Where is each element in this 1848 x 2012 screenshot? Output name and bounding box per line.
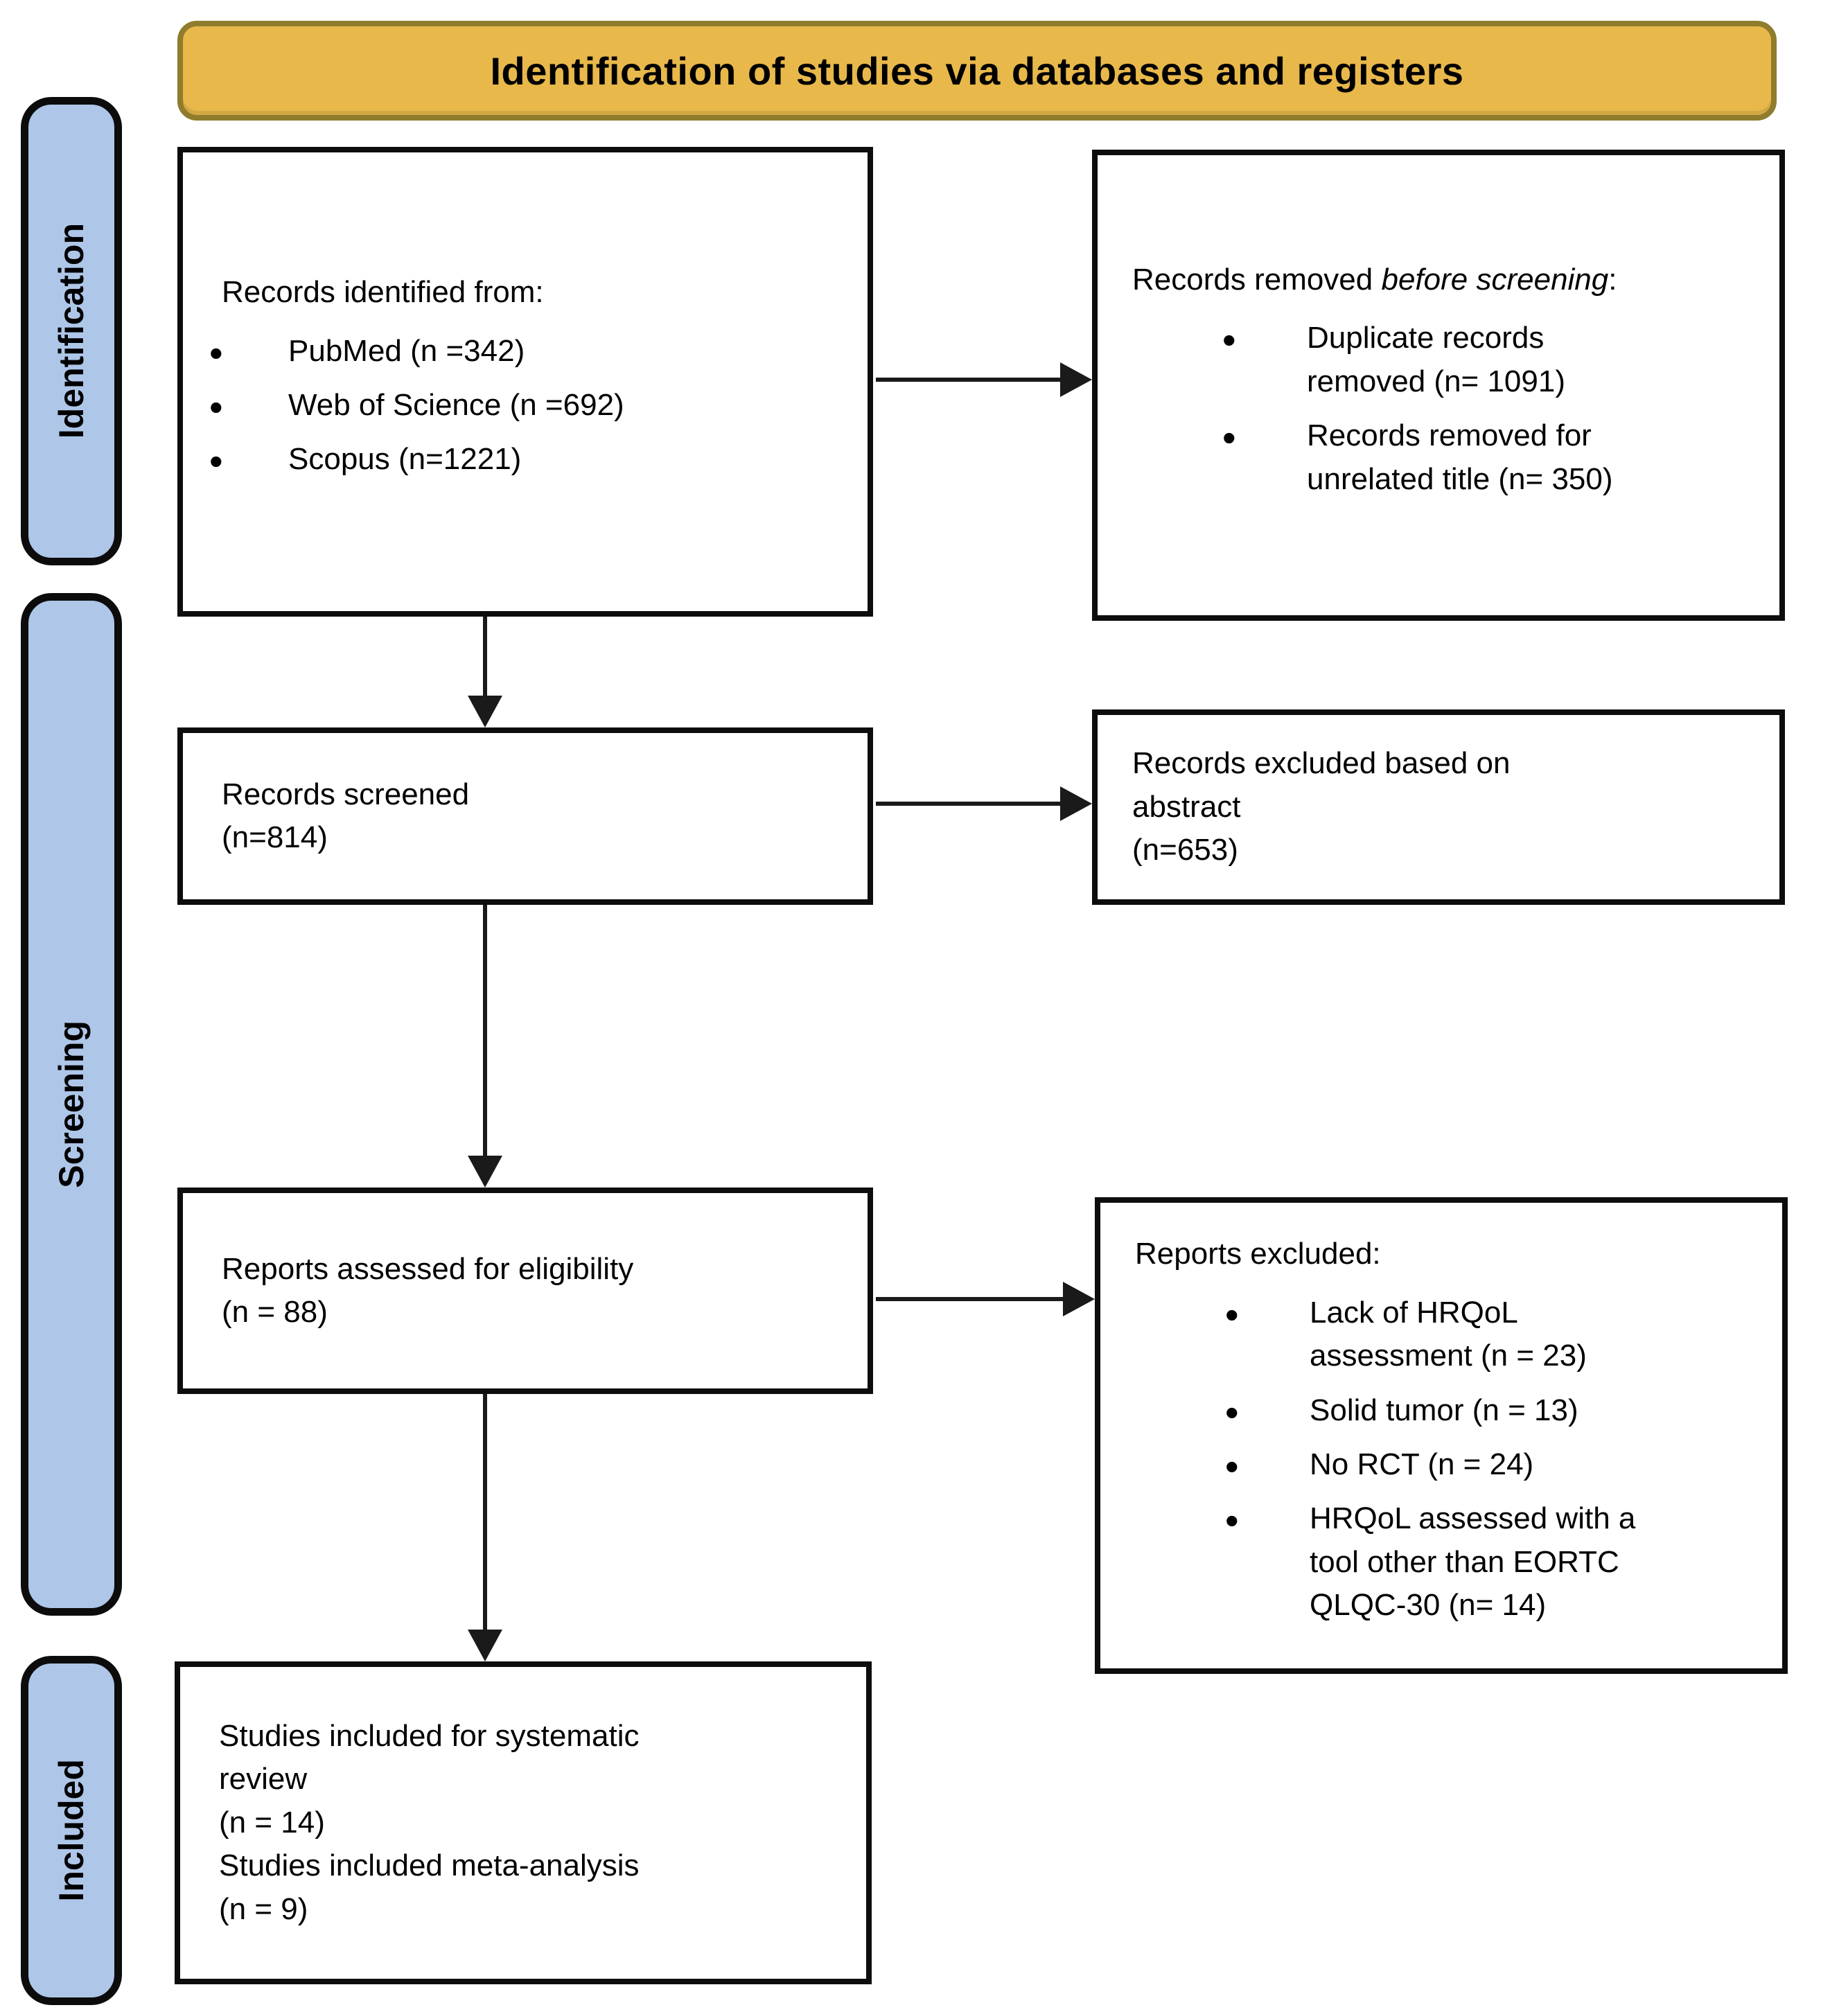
stage-label-identification: Identification [21,97,122,565]
flow-box-studies-included: Studies included for systematic review (… [175,1661,872,1984]
flow-box-records-removed: Records removed before screening: Duplic… [1092,150,1785,621]
arrow-screened-to-assessed-head-icon [468,1156,502,1188]
flow-box-records-excluded: Records excluded based on abstract (n=65… [1092,709,1785,905]
arrow-screened-to-assessed-line [483,905,487,1158]
stage-label-screening: Screening [21,593,122,1616]
list-item: PubMed (n =342) [209,325,847,380]
records-removed-title-italic: before screening [1381,262,1609,297]
list-item: Scopus (n=1221) [209,434,847,489]
list-item: No RCT (n = 24) [1135,1439,1642,1494]
studies-included-text: Studies included for systematic review (… [219,1718,640,1926]
records-removed-title: Records removed before screening: [1132,258,1761,301]
arrow-identified-to-screened-head-icon [468,696,502,727]
list-item: Solid tumor (n = 13) [1135,1384,1642,1440]
stage-label-included-text: Included [52,1759,91,1902]
arrow-identified-to-removed-line [876,378,1064,382]
arrow-assessed-to-reports-excluded-head-icon [1063,1282,1095,1316]
records-screened-text: Records screened (n=814) [222,777,470,854]
reports-excluded-list: Lack of HRQoL assessment (n = 23) Solid … [1135,1280,1764,1639]
reports-assessed-text: Reports assessed for eligibility (n = 88… [222,1251,634,1329]
flow-box-records-screened: Records screened (n=814) [177,727,873,905]
flow-box-reports-assessed: Reports assessed for eligibility (n = 88… [177,1188,873,1394]
stage-label-identification-text: Identification [52,223,91,439]
arrow-screened-to-excluded-line [876,802,1064,806]
stage-label-screening-text: Screening [52,1021,91,1188]
list-item: Web of Science (n =692) [209,380,847,435]
arrow-assessed-to-included-head-icon [468,1630,502,1661]
arrow-assessed-to-included-line [483,1394,487,1632]
arrow-assessed-to-reports-excluded-line [876,1297,1067,1301]
stage-label-included: Included [21,1656,122,2005]
list-item: Records removed for unrelated title (n= … [1132,410,1639,501]
flow-box-reports-excluded: Reports excluded: Lack of HRQoL assessme… [1095,1197,1788,1674]
banner: Identification of studies via databases … [177,21,1777,121]
banner-title: Identification of studies via databases … [490,48,1464,93]
records-identified-title: Records identified from: [222,275,544,310]
records-removed-title-prefix: Records removed [1132,262,1382,297]
arrow-screened-to-excluded-head-icon [1060,786,1092,821]
list-item: Lack of HRQoL assessment (n = 23) [1135,1287,1642,1378]
records-excluded-text: Records excluded based on abstract (n=65… [1132,746,1511,867]
records-removed-list: Duplicate records removed (n= 1091) Reco… [1132,306,1761,512]
records-removed-title-suffix: : [1608,262,1617,297]
records-identified-list: PubMed (n =342) Web of Science (n =692) … [209,319,847,493]
list-item: Duplicate records removed (n= 1091) [1132,312,1639,403]
arrow-identified-to-screened-line [483,617,487,698]
list-item: HRQoL assessed with a tool other than EO… [1135,1493,1642,1627]
reports-excluded-title: Reports excluded: [1135,1237,1381,1271]
arrow-identified-to-removed-head-icon [1060,362,1092,397]
flow-box-records-identified: Records identified from: PubMed (n =342)… [177,147,873,617]
